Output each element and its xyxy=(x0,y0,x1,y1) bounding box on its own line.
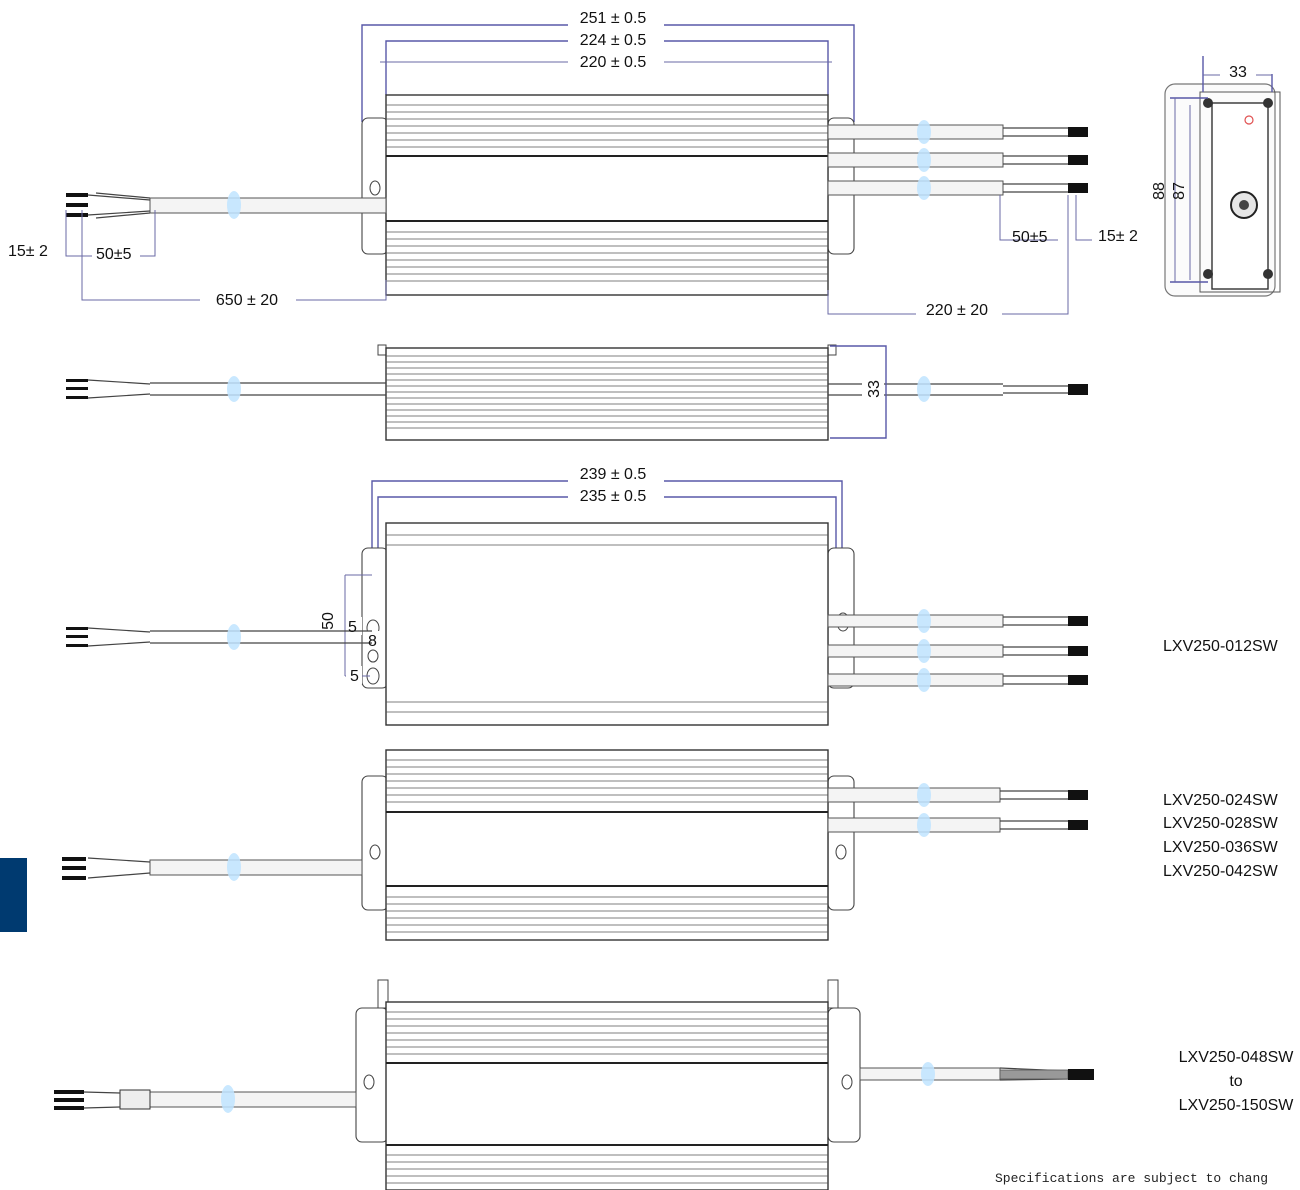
dim-mount-width-outer: 239 ± 0.5 xyxy=(580,466,647,483)
view-048-150sw xyxy=(54,979,1094,1190)
model-label: LXV250-150SW xyxy=(1179,1097,1295,1114)
dim-body-length: 224 ± 0.5 xyxy=(580,32,647,49)
dim-side-height: 33 xyxy=(866,380,883,398)
view-012sw xyxy=(66,462,1088,726)
dim-output-cable-length: 220 ± 20 xyxy=(926,302,988,319)
dim-input-strip-left: 15± 2 xyxy=(8,243,48,260)
dim-mount-length: 220 ± 0.5 xyxy=(580,54,647,71)
dim-slot-b: 8 xyxy=(368,633,377,650)
dim-overall-length: 251 ± 0.5 xyxy=(580,10,647,27)
side-view xyxy=(66,344,1088,441)
side-tab xyxy=(0,858,27,932)
footer-note: Specifications are subject to chang xyxy=(995,1171,1268,1186)
model-label: LXV250-024SW xyxy=(1163,792,1279,809)
dim-input-strip-right: 50±5 xyxy=(96,246,132,263)
dim-mount-width-inner: 235 ± 0.5 xyxy=(580,488,647,505)
model-label: LXV250-048SW xyxy=(1179,1049,1295,1066)
dim-input-cable-length: 650 ± 20 xyxy=(216,292,278,309)
view-024-042sw xyxy=(62,749,1088,941)
dim-slot-span: 50 xyxy=(320,612,337,630)
model-label: LXV250-042SW xyxy=(1163,863,1279,880)
model-label: LXV250-028SW xyxy=(1163,815,1279,832)
model-label: LXV250-012SW xyxy=(1163,638,1279,655)
dim-slot-c: 5 xyxy=(350,668,359,685)
dim-end-width: 33 xyxy=(1229,64,1247,81)
dim-output-strip-right: 15± 2 xyxy=(1098,228,1138,245)
end-view xyxy=(1164,56,1281,297)
top-view xyxy=(65,5,1092,322)
dim-end-height-outer: 88 xyxy=(1151,182,1168,200)
dim-output-strip-left: 50±5 xyxy=(1012,229,1048,246)
model-label: to xyxy=(1229,1073,1242,1090)
dim-end-height-inner: 87 xyxy=(1171,182,1188,200)
model-label: LXV250-036SW xyxy=(1163,839,1279,856)
dim-slot-a: 5 xyxy=(348,619,357,636)
